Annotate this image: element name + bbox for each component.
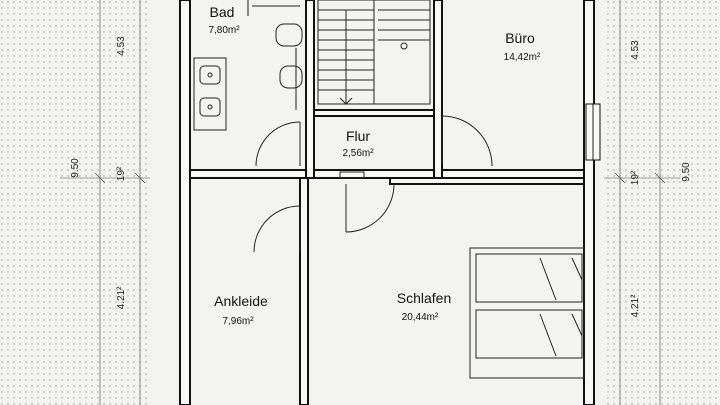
dimension-left-total: 9.50: [70, 158, 81, 178]
dimension-lines-right: [604, 0, 680, 405]
wall-schlafen-upper: [389, 177, 585, 185]
wall-middle-horizontal: [189, 169, 585, 179]
wall-left: [179, 0, 191, 405]
wall-flur-top: [313, 109, 435, 117]
bathroom-fixtures: [193, 0, 303, 131]
room-area-schlafen: 20,44m²: [402, 312, 439, 323]
dimension-right-top: 4.53: [630, 40, 641, 60]
dimension-right-total: 9.50: [681, 162, 692, 182]
dimension-right-bottom: 4.21²: [630, 294, 641, 317]
room-area-flur: 2,56m²: [342, 148, 374, 159]
room-name-buero: Büro: [505, 30, 535, 46]
double-bed: [469, 247, 585, 379]
wall-ankleide-right: [299, 177, 309, 405]
wall-right: [583, 0, 595, 405]
window-right: [585, 103, 601, 161]
dimension-left-bottom: 4.21²: [116, 286, 127, 309]
exterior-right-area: [604, 0, 720, 405]
room-name-schlafen: Schlafen: [397, 290, 451, 306]
staircase: [317, 0, 431, 105]
dimension-right-mid: 19²: [630, 170, 641, 185]
wall-stair-left: [305, 0, 315, 179]
dimension-left-top: 4.53: [116, 36, 127, 56]
dimension-lines-left: [60, 0, 150, 405]
room-name-ankleide: Ankleide: [214, 293, 268, 309]
doors: [253, 115, 493, 253]
exterior-left-area: [0, 0, 150, 405]
room-area-ankleide: 7,96m²: [222, 316, 254, 327]
room-name-flur: Flur: [346, 128, 370, 144]
wall-stair-right: [433, 0, 443, 179]
room-name-bad: Bad: [210, 4, 235, 20]
room-area-bad: 7,80m²: [208, 25, 240, 36]
room-area-buero: 14,42m²: [504, 52, 541, 63]
dimension-left-mid: 19²: [116, 166, 127, 181]
